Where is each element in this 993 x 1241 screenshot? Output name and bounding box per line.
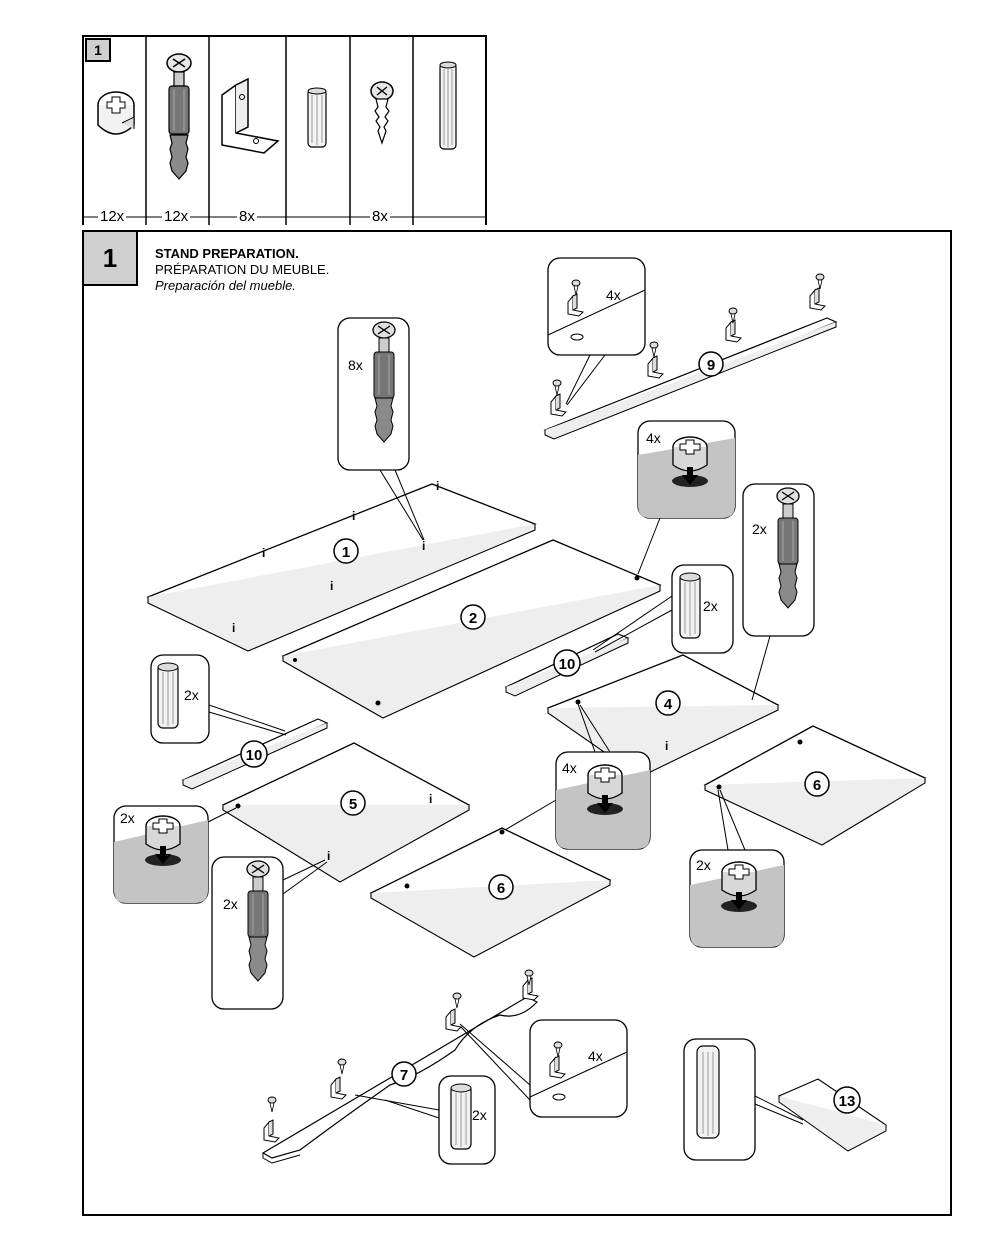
svg-text:i: i — [352, 509, 355, 523]
callout-bracket-9 — [548, 258, 645, 405]
part-number-10-right: 10 — [554, 650, 580, 676]
label-cam-bolt-5: 2x — [223, 896, 238, 912]
label-cam-bolt-top: 8x — [348, 357, 363, 373]
part-number-5: 5 — [341, 791, 365, 815]
svg-text:i: i — [327, 849, 330, 863]
callout-dowel-10-left — [151, 655, 286, 743]
label-dowel-10-left: 2x — [184, 687, 199, 703]
svg-text:i: i — [665, 739, 668, 753]
label-dowel-10-right: 2x — [703, 598, 718, 614]
label-cam-lock-2: 4x — [646, 430, 661, 446]
part-number-13: 13 — [834, 1087, 860, 1113]
part-number-10-left: 10 — [241, 741, 267, 767]
svg-text:6: 6 — [813, 777, 821, 794]
svg-text:i: i — [262, 546, 265, 560]
svg-text:13: 13 — [839, 1093, 856, 1110]
label-bracket-9: 4x — [606, 287, 621, 303]
svg-text:i: i — [436, 479, 439, 493]
svg-text:6: 6 — [497, 880, 505, 897]
part-number-1: 1 — [334, 539, 358, 563]
part-number-9: 9 — [699, 352, 723, 376]
svg-text:7: 7 — [400, 1067, 408, 1084]
part-number-6-center: 6 — [489, 875, 513, 899]
svg-text:i: i — [232, 621, 235, 635]
svg-text:4: 4 — [664, 696, 673, 713]
svg-text:i: i — [429, 792, 432, 806]
svg-text:9: 9 — [707, 357, 715, 374]
label-cam-bolt-4: 2x — [752, 521, 767, 537]
part-number-4: 4 — [656, 691, 680, 715]
svg-text:i: i — [330, 579, 333, 593]
callout-bolt-5 — [212, 857, 327, 1009]
part-number-2: 2 — [461, 605, 485, 629]
label-dowel-7: 2x — [472, 1107, 487, 1123]
svg-text:i: i — [422, 539, 425, 553]
svg-text:5: 5 — [349, 796, 357, 813]
label-bracket-7: 4x — [588, 1048, 603, 1064]
part-number-6-right: 6 — [805, 772, 829, 796]
svg-text:10: 10 — [246, 747, 263, 764]
svg-text:2: 2 — [469, 610, 477, 627]
label-cam-lock-5: 2x — [120, 810, 135, 826]
callout-bolt-4 — [743, 484, 814, 700]
label-cam-lock-4: 4x — [562, 760, 577, 776]
label-cam-lock-6: 2x — [696, 857, 711, 873]
svg-text:10: 10 — [559, 656, 576, 673]
part-number-7: 7 — [392, 1062, 416, 1086]
svg-text:1: 1 — [342, 544, 350, 561]
part-13 — [779, 1079, 886, 1151]
